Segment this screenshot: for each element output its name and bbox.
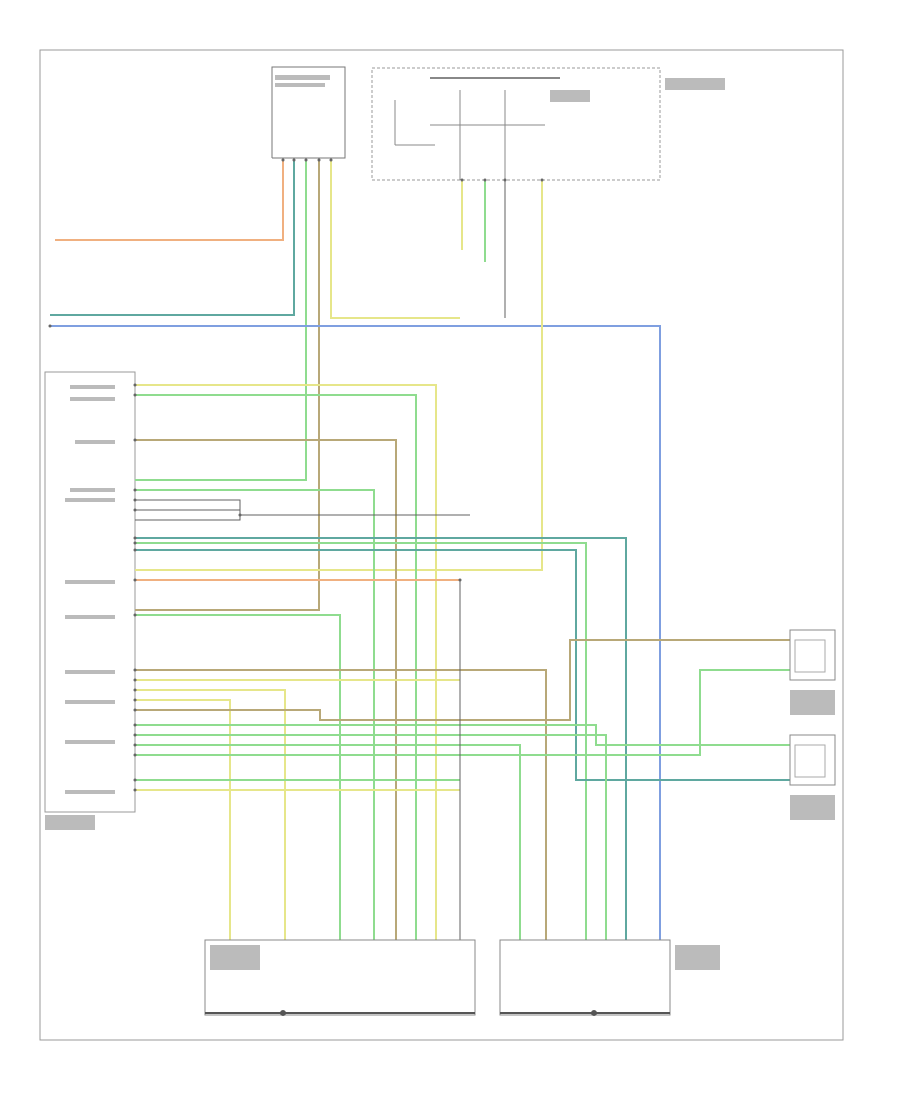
wire-green (135, 394, 417, 940)
wire-yellow (135, 699, 231, 940)
wire-terminal (133, 688, 137, 692)
wire-green (135, 744, 521, 940)
wire-teal (135, 549, 790, 781)
module-dashed-box (371, 67, 725, 181)
wire-terminal (133, 541, 137, 545)
wire-green (135, 542, 587, 940)
wire-terminal (133, 438, 137, 442)
sensor-lower (789, 734, 836, 820)
wire-green (135, 489, 375, 940)
wire-green (135, 669, 790, 756)
wire-terminal (133, 708, 137, 712)
wire-tan (135, 669, 547, 940)
wire-green (135, 614, 341, 940)
solenoid-block-left (204, 939, 476, 1016)
wire-blue (50, 325, 661, 940)
wire-green (135, 160, 307, 481)
wire-group (48, 158, 790, 940)
wire-terminal (133, 678, 137, 682)
wire-terminal (238, 513, 242, 517)
wire-terminal (133, 733, 137, 737)
wire-tan (135, 439, 397, 940)
wire-terminal (292, 158, 296, 162)
wire-terminal (48, 324, 52, 328)
wire-terminal (133, 548, 137, 552)
wire-terminal (483, 178, 487, 182)
wire-terminal (503, 178, 507, 182)
wire-terminal (458, 578, 462, 582)
wire-terminal (133, 743, 137, 747)
wire-terminal (133, 508, 137, 512)
solenoid-block-right (499, 939, 720, 1016)
wire-terminal (281, 158, 285, 162)
wire-terminal (133, 723, 137, 727)
wire-yellow (330, 160, 460, 319)
wire-terminal (460, 178, 464, 182)
wire-terminal (133, 393, 137, 397)
wire-terminal (133, 383, 137, 387)
sensor-upper (789, 629, 836, 715)
wire-terminal (133, 498, 137, 502)
wire-yellow (135, 689, 286, 940)
wire-terminal (329, 158, 333, 162)
wire-teal (135, 537, 627, 940)
top-connector (271, 66, 346, 159)
wire-tan (135, 639, 790, 721)
wire-terminal (540, 178, 544, 182)
diagram-frame (39, 49, 844, 1041)
pcm-connector (44, 371, 136, 830)
wire-terminal (133, 613, 137, 617)
wire-tan (135, 160, 320, 611)
wire-yellow (135, 180, 543, 571)
wire-teal (50, 160, 295, 316)
wire-terminal (133, 753, 137, 757)
wire-terminal (133, 536, 137, 540)
wire-terminal (133, 488, 137, 492)
wire-green (135, 734, 607, 940)
wire-terminal (133, 778, 137, 782)
wire-terminal (133, 668, 137, 672)
wire-terminal (317, 158, 321, 162)
wire-terminal (133, 698, 137, 702)
wire-terminal (304, 158, 308, 162)
wire-terminal (133, 578, 137, 582)
wire-orange (55, 160, 284, 241)
wire-terminal (133, 788, 137, 792)
